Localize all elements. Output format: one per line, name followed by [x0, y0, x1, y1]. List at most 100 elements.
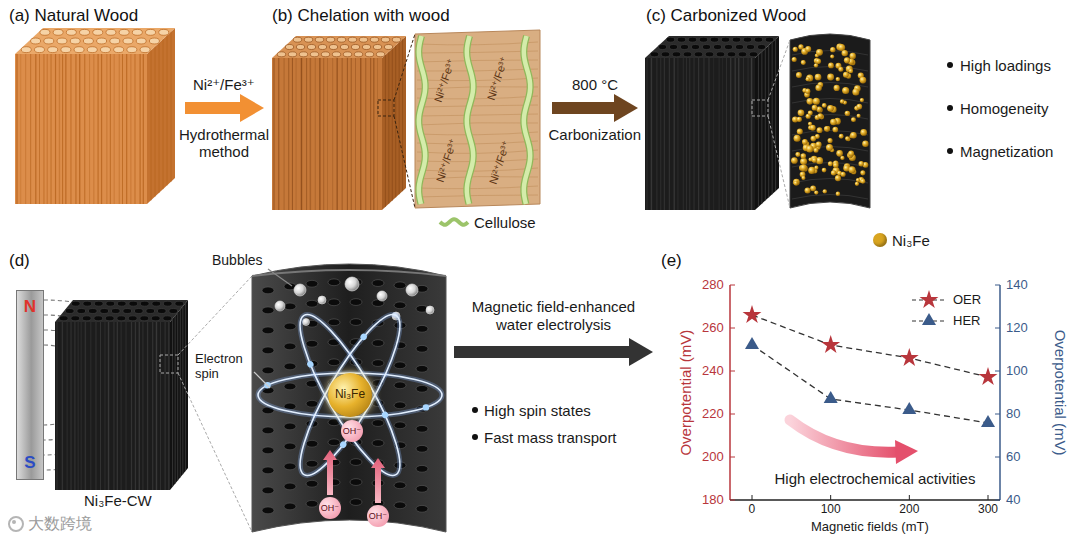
- carbon-zoom-part: [822, 168, 827, 173]
- channel-part: [406, 284, 418, 296]
- orbit-part: [306, 360, 315, 369]
- carbonized-wood-block-part: [689, 58, 690, 210]
- orbit-part: [258, 373, 442, 417]
- carbon-zoom-part: [794, 135, 801, 142]
- chelated-wood-block-part: [342, 58, 343, 210]
- channel-part: [328, 319, 340, 326]
- axis-tick-label: 60: [1006, 450, 1020, 465]
- catalyst-block-part: [55, 322, 170, 490]
- catalyst-block-part: [175, 316, 176, 484]
- natural-wood-block-part: [48, 47, 58, 53]
- carbon-zoom-part: [858, 161, 863, 166]
- catalyst-block-part: [147, 322, 148, 490]
- carbonized-wood-block-part: [708, 58, 709, 210]
- channel-part: [350, 299, 362, 306]
- chart-part: [730, 500, 735, 501]
- channel-part: [372, 440, 384, 447]
- carbon-zoom-part: [836, 150, 843, 157]
- axis-tick-label: 200: [702, 450, 724, 465]
- carbon-zoom-part: [796, 72, 802, 78]
- channel-part: [306, 500, 318, 507]
- chelated-wood-block-part: [277, 52, 285, 57]
- chart-part: [981, 415, 995, 427]
- carbonized-wood-block-part: [713, 58, 714, 210]
- channel-part: [284, 443, 296, 450]
- illustration-shape: [178, 373, 252, 532]
- carbon-zoom-part: [841, 172, 846, 177]
- carbonized-wood-block-part: [758, 55, 759, 207]
- natural-wood-block-part: [87, 47, 97, 53]
- catalyst-block-part: [66, 322, 67, 490]
- carbon-zoom-part: [827, 74, 834, 81]
- carbon-zoom-part: [814, 190, 818, 194]
- carbon-zoom-part: [808, 167, 815, 174]
- chart-part: [900, 348, 919, 366]
- annotation-label: Bubbles: [212, 252, 263, 268]
- channel-part: [306, 340, 318, 347]
- chart-part: [752, 345, 988, 423]
- chelated-wood-block-part: [388, 52, 389, 204]
- bullet-dot: [472, 434, 478, 440]
- carbon-zoom-part: [860, 77, 867, 84]
- channel-part: [328, 279, 340, 286]
- carbon-zoom-part: [860, 170, 865, 175]
- natural-wood-block-part: [30, 54, 31, 204]
- natural-wood-block-part: [53, 29, 63, 35]
- chart-part: [895, 440, 918, 464]
- natural-wood-block-part: [44, 38, 54, 44]
- chelated-wood-block-part: [285, 45, 293, 50]
- carbonized-wood-block-part: [748, 58, 749, 210]
- carbonized-wood-block-part: [645, 36, 779, 58]
- carbonized-wood-block-part: [664, 58, 665, 210]
- carbonized-wood-block-part: [775, 39, 776, 191]
- carbon-zoom-part: [845, 111, 850, 116]
- annotation-label: Ni₃Fe-CW: [84, 492, 152, 509]
- axis-tick-label: 120: [1006, 321, 1028, 336]
- chelated-wood-block-part: [299, 52, 307, 57]
- channel-part: [328, 299, 340, 306]
- legend-item: HER: [953, 314, 980, 329]
- natural-wood-block-part: [163, 39, 164, 189]
- carbon-zoom-part: [824, 126, 830, 132]
- orbit-part: [359, 332, 368, 341]
- chelated-wood-block-part: [307, 45, 315, 50]
- carbon-zoom-part: [836, 77, 840, 81]
- wood-zoom-part: [417, 141, 538, 144]
- wood-zoom-part: [524, 36, 530, 204]
- catalyst-block-part: [55, 300, 188, 322]
- carbonized-wood-block-part: [645, 58, 755, 210]
- natural-wood-block-part: [65, 54, 66, 204]
- axis-tick-label: 0: [749, 503, 756, 517]
- channel-part: [252, 264, 446, 532]
- chelated-wood-block-part: [359, 37, 367, 42]
- chelated-wood-block: [272, 36, 406, 210]
- catalyst-block-part: [139, 322, 140, 490]
- electron-orbits: [258, 304, 442, 486]
- channel-part: [372, 360, 384, 367]
- catalyst-block-part: [59, 316, 68, 321]
- channel-part: [306, 460, 318, 467]
- natural-wood-block-part: [114, 47, 124, 53]
- legend-text: HER: [953, 314, 980, 329]
- carbonized-wood-block-part: [680, 45, 688, 50]
- catalyst-block-part: [78, 322, 79, 490]
- catalyst-block-part: [77, 309, 86, 314]
- channel-part: [262, 427, 274, 434]
- catalyst-block-part: [113, 322, 114, 490]
- carbon-zoom-part: [816, 141, 822, 147]
- natural-wood-block-part: [89, 54, 90, 204]
- carbon-zoom-part: [828, 161, 833, 166]
- chart-part: [979, 367, 998, 385]
- carbon-zoom-part: [815, 85, 821, 91]
- watermark-logo: [12, 520, 16, 524]
- chelated-wood-block-part: [318, 45, 326, 50]
- axis-title: Magnetic fields (mT): [811, 520, 929, 535]
- channel-part: [284, 423, 296, 430]
- catalyst-block-part: [180, 309, 181, 477]
- channel-part: [262, 507, 274, 514]
- channel-part: [328, 359, 340, 366]
- chelated-wood-block-part: [288, 58, 289, 210]
- chelated-wood-block-part: [278, 58, 279, 210]
- natural-wood-block-part: [74, 47, 84, 53]
- carbon-zoom-part: [850, 53, 856, 59]
